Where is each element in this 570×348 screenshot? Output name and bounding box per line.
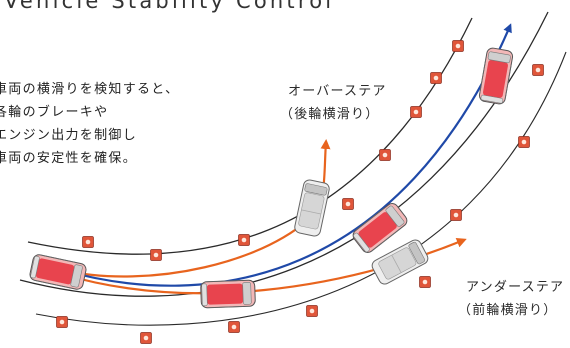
road-outer-edge: [19, 11, 549, 297]
traffic-cone-icon: [452, 40, 464, 52]
understeer-sublabel: （前輪横滑り）: [458, 303, 558, 318]
traffic-cone-icon: [450, 209, 462, 221]
description-line: 車両の横滑りを検知すると、: [0, 82, 180, 97]
diagram-title: Vehicle Stability Control: [4, 0, 335, 13]
traffic-cone-icon: [238, 234, 250, 246]
traffic-cone-icon: [306, 305, 318, 317]
traffic-cone-icon: [342, 198, 354, 210]
traffic-cone-icon: [430, 72, 442, 84]
traffic-cone-icon: [140, 332, 152, 344]
traffic-cone-icon: [56, 316, 68, 328]
traffic-cone-icon: [532, 64, 544, 76]
controlled-path: [61, 23, 512, 287]
traffic-cone-icon: [410, 106, 422, 118]
traffic-cone-icon: [228, 321, 240, 333]
car-controlled-3-icon: [478, 46, 514, 106]
traffic-cone-icon: [379, 149, 391, 161]
oversteer-skidding-car-icon: [293, 178, 331, 238]
description-line: 車両の安定性を確保。: [0, 151, 138, 166]
oversteer-sublabel: （後輪横滑り）: [280, 107, 380, 122]
traffic-cone-icon: [518, 136, 530, 148]
understeer-label: アンダーステア: [466, 280, 565, 295]
description-line: 各輪のブレーキや: [0, 105, 109, 120]
car-controlled-1-icon: [200, 279, 256, 309]
description-line: エンジン出力を制御し: [0, 128, 138, 143]
traffic-cone-icon: [419, 276, 431, 288]
traffic-cone-icon: [82, 236, 94, 248]
traffic-cone-icon: [150, 249, 162, 261]
oversteer-skid-path: [61, 139, 331, 278]
road-inner-edge: [27, 17, 473, 255]
oversteer-label: オーバーステア: [288, 84, 387, 99]
road-outer-edge-2: [35, 51, 567, 326]
description: 車両の横滑りを検知すると、 各輪のブレーキや エンジン出力を制御し 車両の安定性…: [0, 78, 179, 170]
